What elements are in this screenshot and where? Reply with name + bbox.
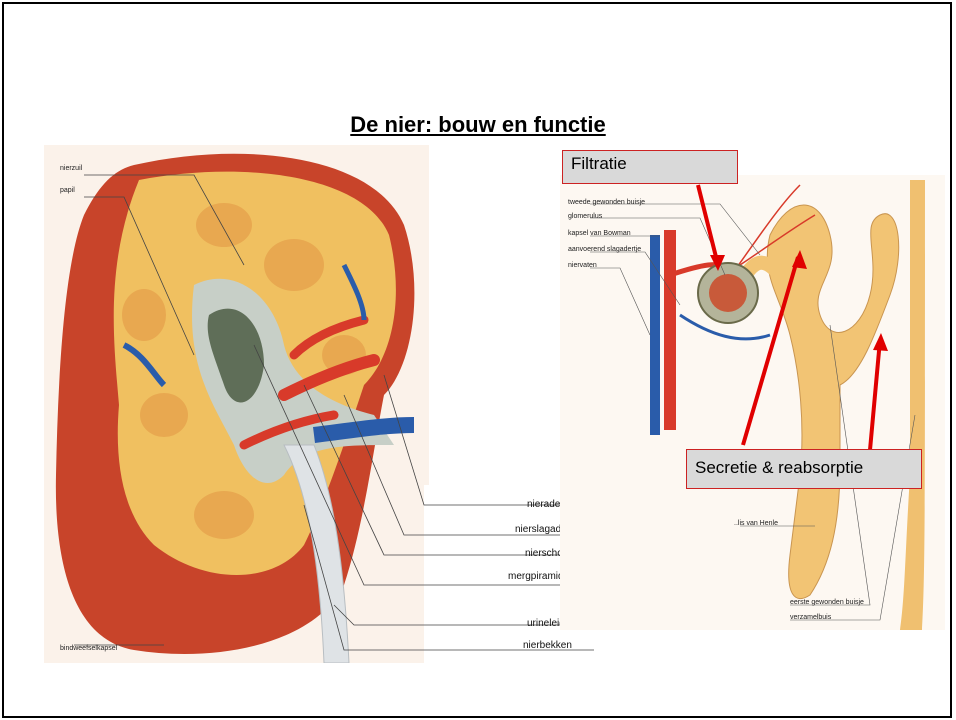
nephron-illustration xyxy=(560,175,945,630)
label-eerste-gewonden-buisje: eerste gewonden buisje xyxy=(790,599,864,606)
page-title: De nier: bouw en functie xyxy=(0,112,956,138)
label-bindweefselkapsel: bindweefselkapsel xyxy=(60,645,117,652)
callout-secretie-reabsorptie: Secretie & reabsorptie xyxy=(686,449,922,489)
label-nierader: nierader xyxy=(527,499,564,510)
label-niervaten: niervaten xyxy=(568,262,597,269)
label-tweede-gewonden-buisje: tweede gewonden buisje xyxy=(568,199,645,206)
label-nierzuil: nierzuil xyxy=(60,165,82,172)
callout-filtratie: Filtratie xyxy=(562,150,738,184)
label-aanvoerend-slagadertje: aanvoerend slagadertje xyxy=(568,246,641,253)
label-glomerulus: glomerulus xyxy=(568,213,602,220)
label-nierbekken: nierbekken xyxy=(523,640,572,651)
kidney-illustration xyxy=(44,145,594,663)
label-lis-van-henle: ..lis van Henle xyxy=(734,520,778,527)
label-verzamelbuis: verzamelbuis xyxy=(790,614,831,621)
label-papil: papil xyxy=(60,187,75,194)
label-kapsel-van-bowman: kapsel van Bowman xyxy=(568,230,631,237)
